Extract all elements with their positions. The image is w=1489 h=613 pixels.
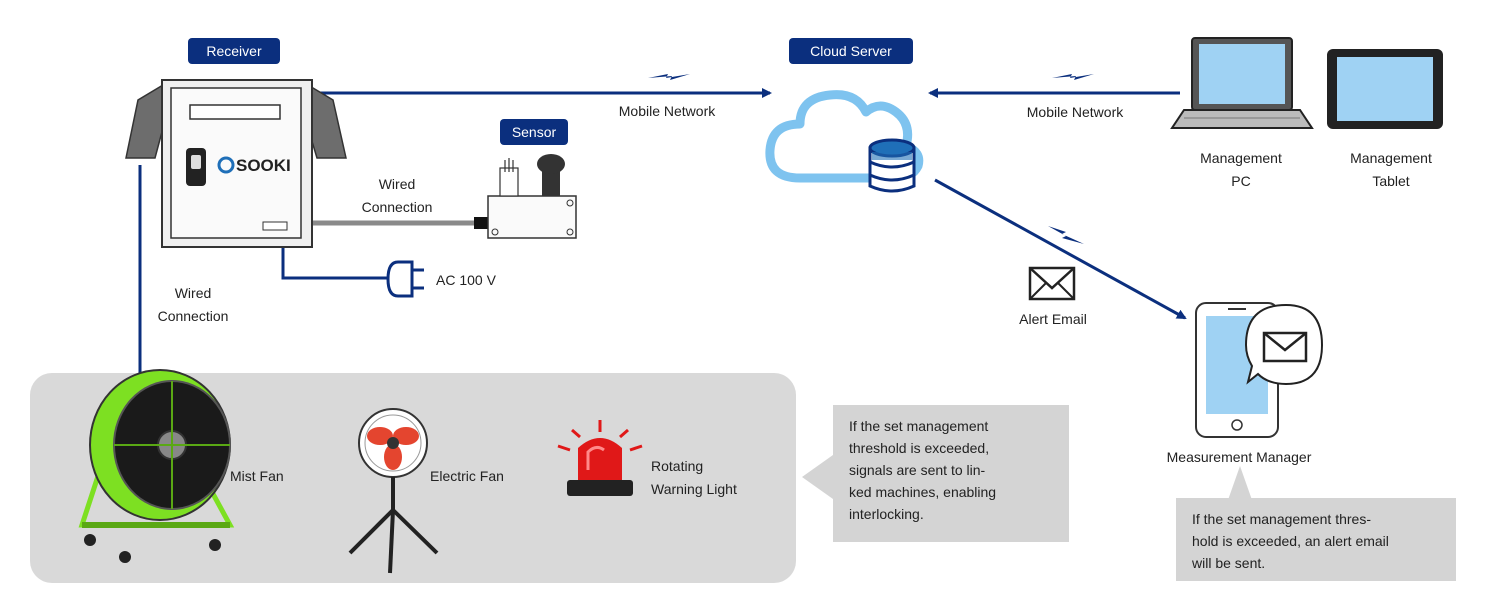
ac-power-label: AC 100 V: [436, 272, 496, 288]
power-cable: [281, 248, 424, 298]
receiver-to-cloud-link: [312, 74, 772, 98]
measurement-manager-label: Measurement Manager: [1166, 449, 1312, 465]
tablet-icon: [1327, 49, 1443, 129]
sooki-logo-icon: [217, 156, 235, 174]
receiver-unit: [125, 79, 347, 248]
wired-connection-devices-label-2: Connection: [157, 308, 229, 324]
email-bubble-icon: [1244, 303, 1324, 386]
management-pc-label-2: PC: [1231, 173, 1251, 189]
alert-email-label: Alert Email: [1019, 311, 1087, 327]
plug-icon: [386, 260, 414, 298]
database-icon: [868, 138, 916, 193]
electric-fan-icon: [348, 408, 439, 574]
interlock-note: If the set management threshold is excee…: [833, 405, 1069, 542]
brand-text: SOOKI: [236, 156, 291, 175]
cloud-to-phone-link: [934, 178, 1187, 320]
cloud-server-label: Cloud Server: [789, 38, 913, 64]
wireless-icon: [1052, 74, 1094, 80]
management-pc-label-1: Management: [1200, 150, 1282, 166]
warning-light-icon: [557, 420, 643, 496]
mist-fan-icon: [78, 369, 235, 563]
mobile-network-label-right: Mobile Network: [1026, 104, 1124, 120]
management-tablet-label-1: Management: [1350, 150, 1432, 166]
mist-fan-label: Mist Fan: [230, 468, 284, 484]
sensor-label: Sensor: [500, 119, 568, 145]
email-note-pointer: [1228, 466, 1252, 500]
wired-connection-devices-label-1: Wired: [174, 285, 212, 301]
wireless-icon: [648, 74, 690, 80]
warning-light-label-2: Warning Light: [651, 481, 737, 497]
sensor-device: [487, 154, 577, 239]
electric-fan-label: Electric Fan: [430, 468, 504, 484]
sensor-wire: [312, 217, 488, 229]
management-tablet-label-2: Tablet: [1372, 173, 1410, 189]
wireless-icon: [1048, 226, 1084, 244]
receiver-label: Receiver: [188, 38, 280, 64]
wired-connection-sensor-label-1: Wired: [378, 176, 416, 192]
interlock-note-pointer: [802, 455, 833, 499]
wired-connection-sensor-label-2: Connection: [361, 199, 433, 215]
envelope-icon: [1028, 266, 1076, 301]
mobile-network-label-left: Mobile Network: [618, 103, 716, 119]
laptop-icon: [1170, 37, 1314, 129]
pc-to-cloud-link: [928, 74, 1180, 98]
warning-light-label-1: Rotating: [651, 458, 704, 474]
email-note: If the set management thres- hold is exc…: [1176, 498, 1456, 581]
